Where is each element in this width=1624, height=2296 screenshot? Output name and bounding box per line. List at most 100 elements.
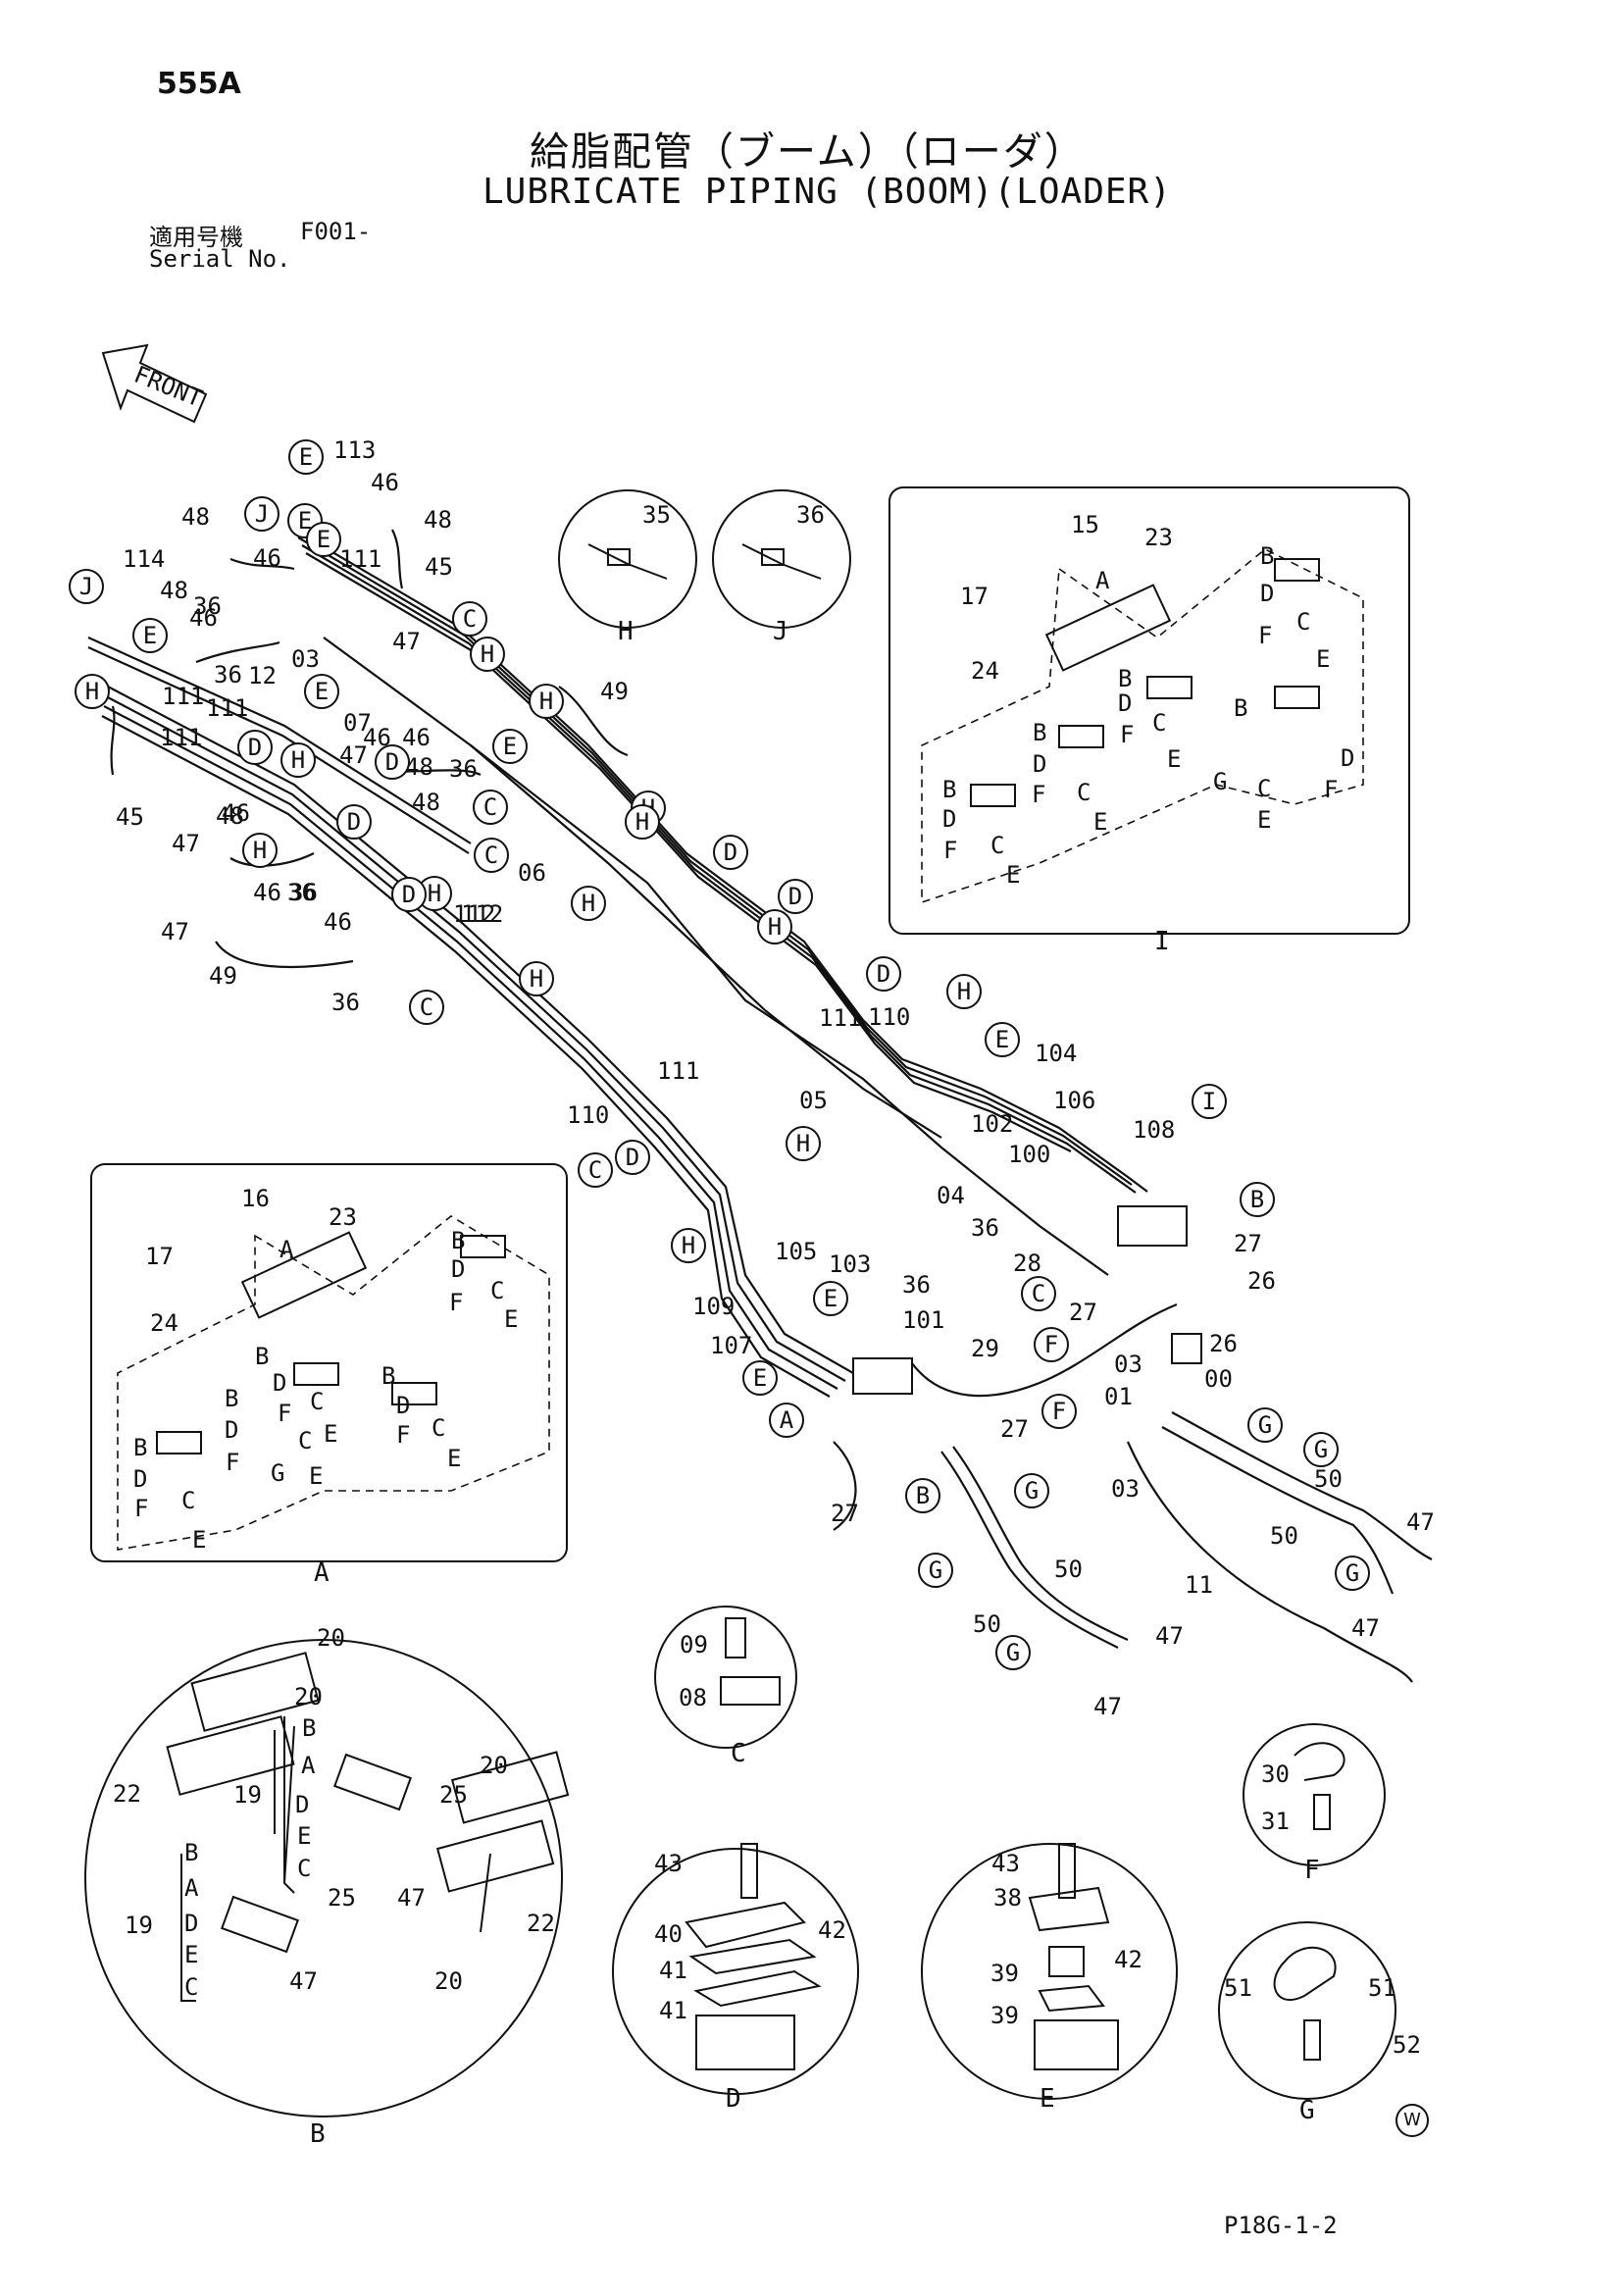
view-callout-letter: E [824,1285,837,1312]
serial-code: F001- [300,218,372,245]
part-number-label: 03 [1114,1351,1142,1378]
part-number-label: B [1033,719,1046,746]
part-number-label: 36 [449,755,478,783]
view-callout-circle [615,1140,650,1175]
part-number-label: D [295,1791,309,1818]
view-callout-letter: H [957,978,971,1005]
distributor-block-16 [240,1231,368,1319]
part-number-label: 46 [189,604,218,632]
title-japanese: 給脂配管（ブーム）（ローダ） [530,129,1086,175]
part-number-label: C [310,1388,324,1415]
hose-27 [833,1441,857,1531]
view-callout-circle [571,886,606,921]
view-label-a: A [314,1558,330,1588]
part-number-label: 114 [123,545,165,573]
part-number-label: 17 [145,1243,174,1270]
view-callout-letter: H [796,1130,810,1157]
part-number-label: E [192,1526,206,1554]
view-callout-circle [1335,1556,1370,1591]
part-number-label: A [301,1752,316,1779]
part-number-label: 36 [331,989,360,1016]
part-number-label: 48 [160,577,188,604]
part-number-label: 28 [1013,1250,1041,1277]
view-callout-circle [132,618,168,653]
view-callout-letter: J [255,500,269,528]
view-callout-circle [757,909,792,944]
part-number-label: D [396,1392,410,1419]
part-number-label: 106 [1053,1087,1095,1114]
part-number-label: 20 [480,1752,508,1779]
view-callout-circle [1014,1473,1049,1508]
part-number-label: 36 [902,1271,931,1299]
part-number-label: 105 [775,1238,817,1265]
part-number-label: D [1341,744,1354,772]
detail-view-f [1243,1723,1386,1866]
view-callout-circle [946,974,982,1009]
part-number-label: D [225,1416,238,1444]
part-number-label: B [184,1839,198,1866]
view-callout-letter: H [291,746,305,774]
view-callout-circle [713,835,748,870]
part-number-label: F [1258,622,1272,649]
part-number-label: 27 [1000,1415,1029,1443]
part-number-label: 35 [642,501,671,529]
part-number-label: C [490,1277,504,1304]
part-number-label: D [1033,750,1046,778]
view-callout-circle [918,1553,953,1588]
distributor-block [852,1357,913,1395]
detail-view-g [1218,1921,1396,2100]
view-callout-circle [474,838,509,873]
view-callout-circle [625,804,660,840]
part-number-label: 41 [659,1957,687,1984]
view-callout-circle [742,1360,778,1396]
view-callout-circle [778,879,813,914]
part-number-label: 47 [1406,1508,1435,1536]
view-callout-letter: E [299,443,313,471]
part-number-label: 47 [161,918,189,945]
view-callout-circle [671,1228,706,1263]
part-number-label: 46 [253,544,281,572]
view-callout-letter: D [402,881,416,908]
part-number-label: 50 [1270,1522,1298,1550]
part-number-label: 112 [461,900,503,928]
view-callout-letter: H [85,678,99,705]
part-number-label: 36 [971,1214,999,1242]
view-callouts: EEJEJEHCEHDHEHDCHDHCHHDHDCHHDHDEHIDCBCHE… [69,439,1370,1670]
view-callout-circle [905,1478,940,1513]
view-callout-letter: H [530,965,543,993]
part-number-label: 48 [424,506,452,534]
part-number-label: 16 [241,1185,270,1212]
view-callout-circle [470,637,505,672]
part-number-label: D [1260,580,1274,607]
distributor-block [1117,1205,1188,1247]
part-number-label: F [449,1289,463,1316]
view-callout-circle [786,1126,821,1161]
view-callout-letter: H [253,837,267,864]
part-number-label: 24 [150,1309,178,1337]
pipe-bundle-lower [101,686,854,1398]
part-number-label: C [431,1414,445,1442]
part-number-label: 47 [289,1967,318,1995]
part-number-label: E [1093,808,1107,836]
part-number-label: E [297,1822,311,1850]
part-number-label: E [504,1305,518,1333]
part-number-label: C [1152,709,1166,737]
view-callout-letter: D [788,883,802,910]
part-number-label: 36 [287,879,316,906]
part-number-label: 47 [339,741,368,769]
view-callout-circle [995,1635,1031,1670]
part-number-label: 112 [453,900,495,928]
part-number-label: 110 [567,1101,609,1129]
part-number-label: 100 [1008,1141,1050,1168]
part-number-label: 23 [1144,524,1173,551]
view-label-g: G [1299,2096,1315,2125]
view-callout-circle [452,601,487,637]
part-number-label: 50 [973,1610,1001,1638]
detail-view-b [84,1639,563,2117]
part-number-label: D [942,805,956,833]
part-number-label: D [184,1910,198,1937]
part-number-label: D [273,1369,286,1397]
view-callout-circle [813,1281,848,1316]
